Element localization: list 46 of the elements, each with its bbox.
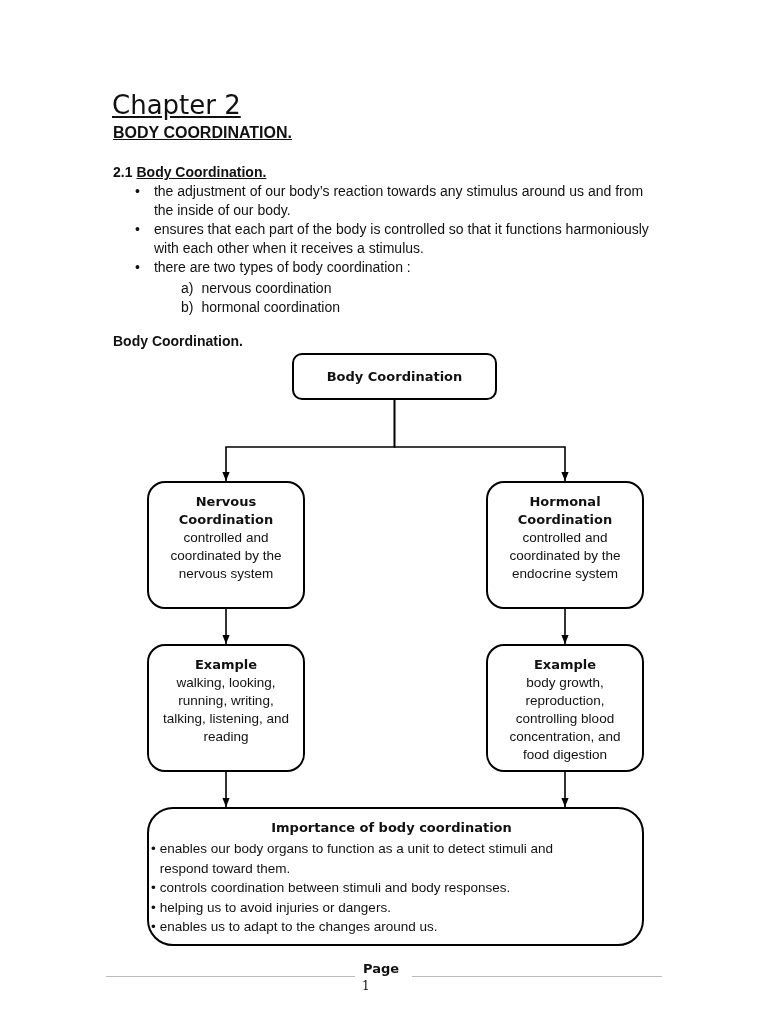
arrow	[222, 771, 230, 808]
bullet-point: the adjustment of our body’s reaction towards any stimulus around us and from the inside of our body.	[153, 182, 645, 220]
bullet-marker: •	[151, 840, 156, 858]
box-heading: Nervous Coordination	[177, 493, 275, 529]
rounded-box	[486, 481, 644, 609]
bullet-marker: •	[151, 918, 156, 936]
list-marker: a)	[181, 279, 194, 298]
page-number: 1	[362, 979, 370, 993]
rounded-box	[147, 644, 305, 772]
bullet-marker: •	[151, 879, 156, 897]
rounded-box	[147, 807, 644, 946]
bullet-marker: •	[135, 220, 140, 239]
arrow	[222, 608, 230, 645]
bullet-marker: •	[151, 898, 156, 917]
bullet-point: ensures that each part of the body is controlled so that it functions harmoniously with each other when it receives a stimulus.	[153, 220, 650, 258]
list-item: nervous coordination	[201, 279, 332, 298]
box-heading: Example	[533, 656, 597, 674]
bullet-point: controls coordination between stimuli and body responses.	[159, 879, 511, 897]
bullet-point: enables our body organs to function as a unit to detect stimuli and respond toward them.	[159, 840, 554, 878]
bullet-point: helping us to avoid injuries or dangers.	[159, 898, 391, 917]
diagram-heading: Body Coordination.	[113, 333, 243, 349]
arrow	[561, 771, 569, 808]
rounded-box	[292, 353, 497, 400]
box-text: walking, looking, running, writing, talking, listening, and reading	[161, 674, 291, 746]
footer-text: Page	[363, 961, 400, 976]
bullet-marker: •	[135, 258, 140, 277]
box-heading: Example	[194, 656, 258, 674]
bullet-marker: •	[135, 182, 140, 201]
list-item: hormonal coordination	[201, 298, 340, 317]
box-heading: Body Coordination	[326, 367, 463, 386]
box-heading: Hormonal Coordination	[516, 493, 614, 529]
list-marker: b)	[181, 298, 194, 317]
bullet-point: there are two types of body coordination :	[153, 258, 411, 277]
chapter-heading: Chapter 2	[112, 89, 241, 122]
arrow	[393, 399, 569, 482]
arrow	[561, 608, 569, 645]
section-number: 2.1	[113, 164, 133, 180]
section-heading: BODY COORDINATION.	[113, 124, 292, 142]
box-text: controlled and coordinated by the endocrine system	[508, 529, 622, 583]
subsection-heading: Body Coordination.	[136, 164, 267, 180]
box-text: body growth, reproduction, controlling blood concentration, and food digestion	[508, 674, 622, 764]
box-heading: Importance of body coordination	[271, 819, 512, 837]
rounded-box	[147, 481, 305, 609]
bullet-point: enables us to adapt to the changes around us.	[159, 918, 438, 936]
box-text: controlled and coordinated by the nervous system	[169, 529, 283, 583]
rounded-box	[486, 644, 644, 772]
